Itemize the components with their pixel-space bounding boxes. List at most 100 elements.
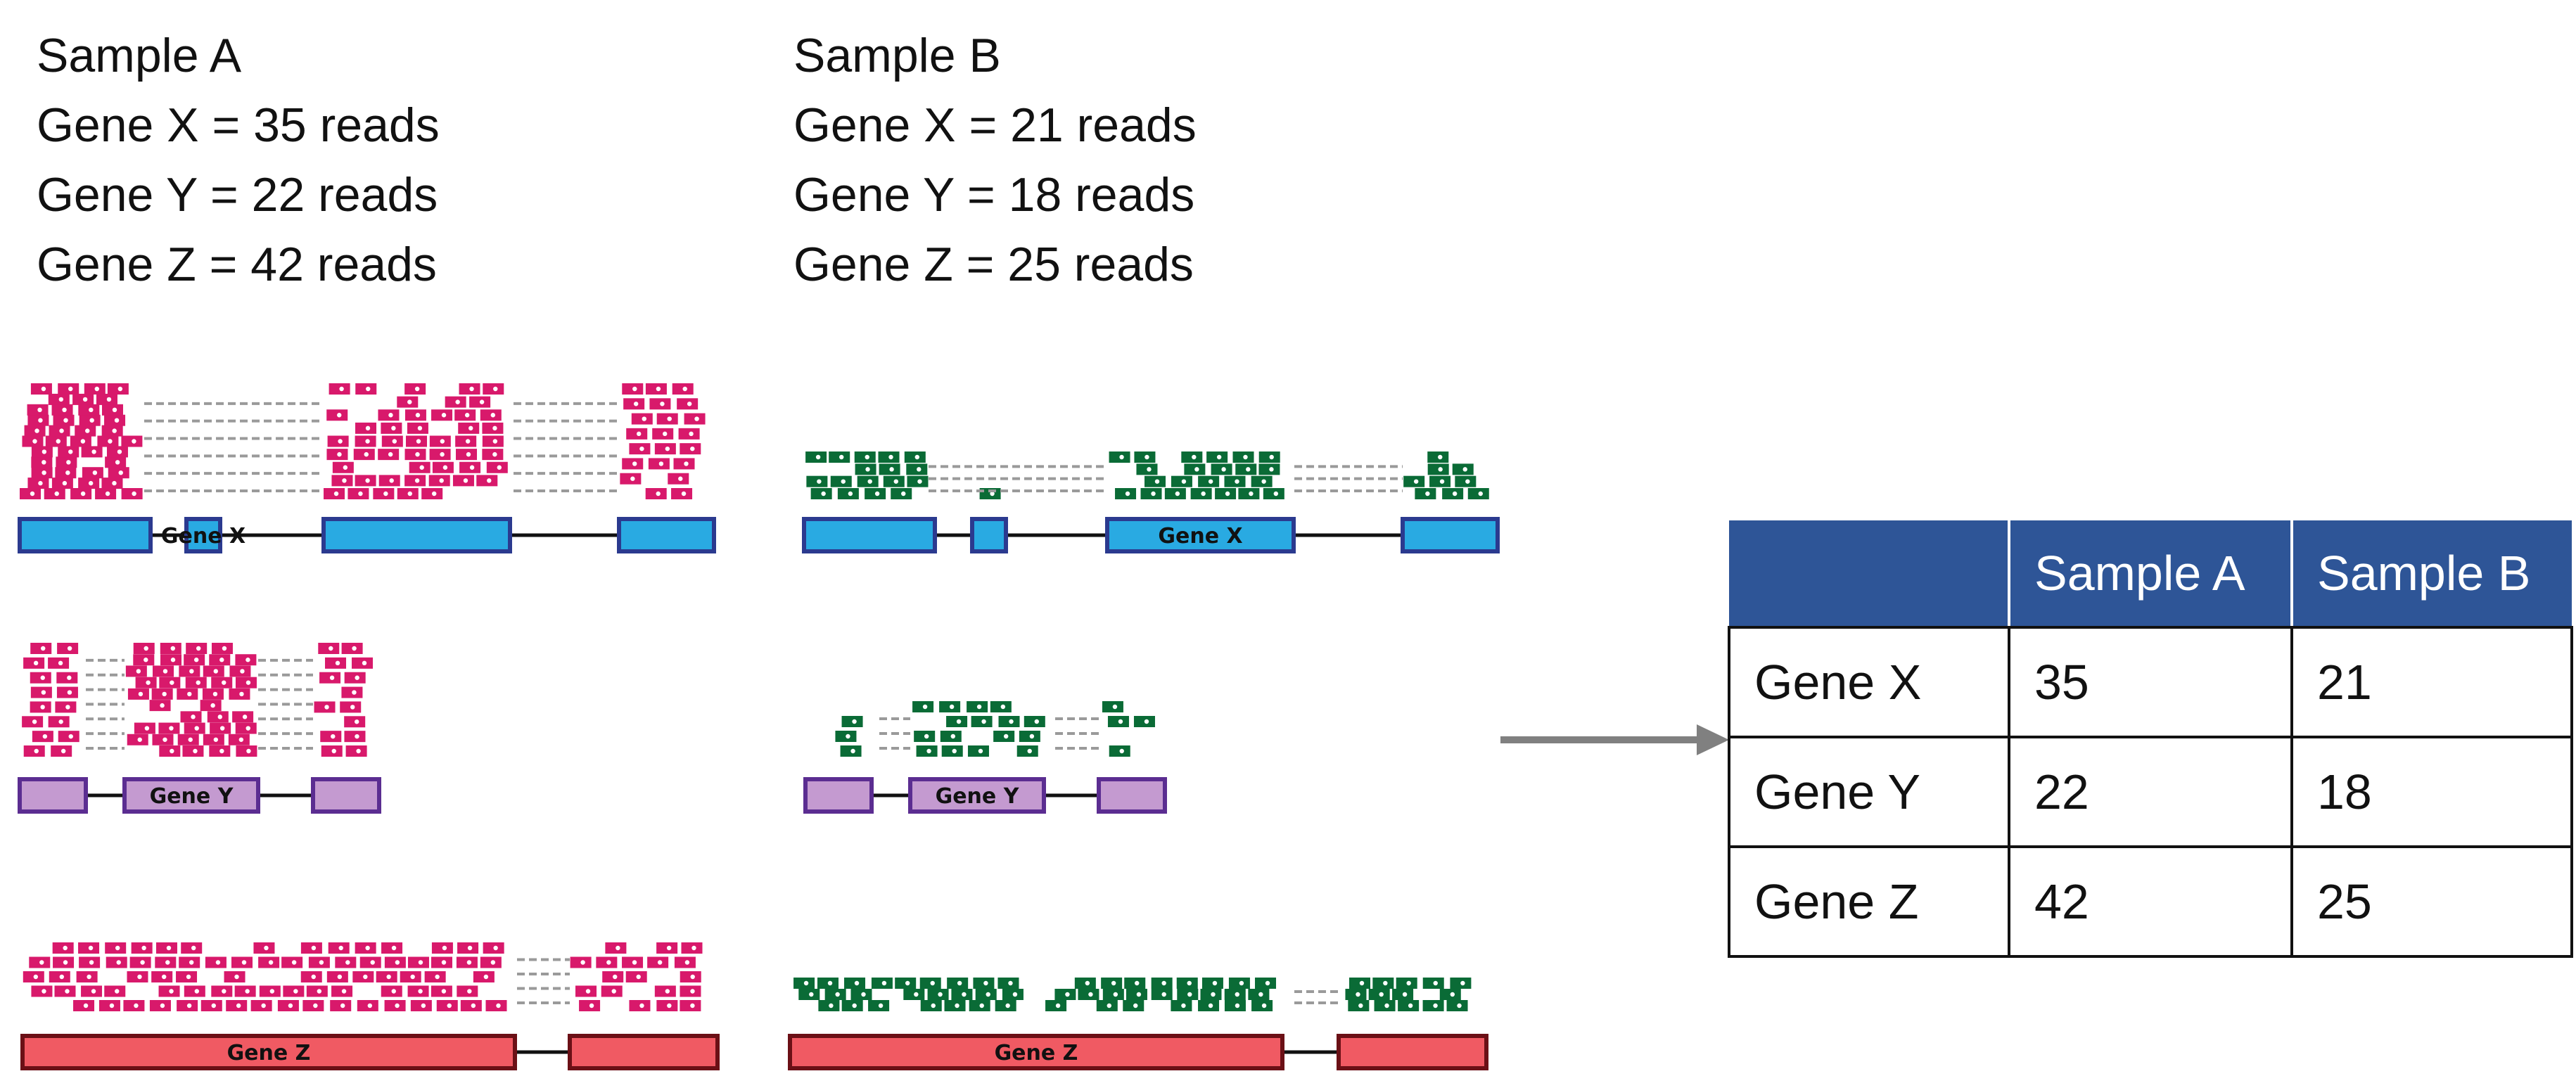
read-dot (1187, 992, 1192, 997)
read-dot (414, 478, 420, 483)
read-dot (288, 1003, 293, 1008)
read-dot (1273, 491, 1279, 497)
read-dot (293, 989, 298, 994)
read-dot (665, 989, 670, 994)
table-row: Gene X 35 21 (1728, 626, 2573, 738)
read-dot (1125, 491, 1130, 497)
read-dot (41, 690, 46, 695)
read-dot (690, 1003, 695, 1008)
read-dot (132, 491, 136, 497)
read-dot (417, 425, 423, 431)
read-dot (917, 467, 922, 472)
read-dot (492, 451, 497, 457)
read-dot (442, 465, 448, 470)
read-dot (246, 680, 251, 685)
read-dot (1433, 1003, 1438, 1008)
read-dot (827, 980, 833, 986)
read-dot (955, 1003, 959, 1008)
read-dot (85, 428, 90, 433)
read-dot (1055, 1003, 1061, 1008)
read-dot (852, 1003, 857, 1008)
read-dot (684, 960, 690, 965)
read-dot (483, 974, 489, 980)
table-cell-sample-a: 35 (2008, 626, 2293, 738)
read-dot (1000, 704, 1006, 710)
read-dot (1175, 491, 1180, 497)
read-dot (364, 451, 369, 457)
read-dot (1208, 1003, 1213, 1008)
read-dot (415, 413, 421, 418)
read-dot (637, 431, 642, 437)
read-dot (68, 386, 73, 392)
read-dot (1225, 491, 1230, 497)
read-dot (854, 980, 860, 986)
read-dot (658, 461, 664, 466)
table-row: Gene Z 42 25 (1728, 845, 2573, 958)
read-dot (366, 386, 371, 392)
read-dot (850, 748, 855, 754)
read-dot (492, 439, 498, 444)
read-dot (264, 945, 269, 951)
read-dot (261, 1003, 266, 1008)
read-dot (493, 945, 498, 951)
read-dot (42, 460, 46, 465)
read-dot (1029, 734, 1035, 739)
read-dot (678, 476, 683, 481)
read-dot (388, 413, 393, 418)
read-dot (1211, 992, 1216, 997)
read-dot (949, 704, 955, 710)
read-dot (1065, 992, 1070, 997)
read-dot (42, 470, 46, 475)
read-dot (684, 461, 689, 466)
read-dot (1181, 1003, 1186, 1008)
read-dot (821, 491, 826, 497)
read-dot (392, 439, 397, 444)
read-dot (358, 491, 363, 497)
read-dot (160, 1003, 165, 1008)
read-dot (1465, 479, 1470, 484)
arrow-head (1697, 724, 1729, 755)
read-dot (370, 960, 375, 965)
gene-label: Gene X (1158, 524, 1242, 549)
read-dot (355, 675, 359, 680)
read-dot (80, 439, 86, 444)
read-dot (1136, 992, 1142, 997)
read-dot (189, 669, 194, 674)
read-dot (193, 658, 199, 662)
read-dot (67, 675, 72, 680)
gene-label: Gene Z (227, 1041, 311, 1065)
read-dot (439, 478, 444, 483)
read-dot (1009, 719, 1014, 724)
read-dot (215, 960, 221, 965)
read-dot (329, 646, 333, 651)
exon-box (1105, 517, 1296, 553)
read-dot (1008, 980, 1013, 986)
read-dot (467, 989, 472, 994)
read-dot (395, 1003, 400, 1008)
read-dot (660, 402, 665, 406)
exon-box (1097, 777, 1167, 814)
table-cell-sample-b: 18 (2290, 736, 2573, 848)
read-dot (116, 960, 121, 965)
read-dot (1261, 479, 1266, 484)
read-dot (691, 945, 696, 951)
read-dot (1246, 467, 1251, 472)
read-dot (829, 1003, 834, 1008)
read-dot (613, 974, 618, 980)
read-dot (217, 715, 222, 719)
read-dot (242, 715, 248, 719)
read-dot (56, 439, 61, 444)
read-dot (809, 992, 814, 997)
read-dot (114, 418, 120, 423)
read-dot (493, 386, 498, 392)
read-dot (68, 449, 73, 454)
read-dot (134, 1003, 139, 1008)
exon-box (802, 517, 937, 553)
read-dot (365, 478, 370, 483)
read-dot (234, 974, 239, 980)
read-dot (978, 748, 983, 754)
read-dot (1438, 467, 1443, 472)
read-dot (211, 1003, 216, 1008)
read-dot (490, 413, 495, 418)
